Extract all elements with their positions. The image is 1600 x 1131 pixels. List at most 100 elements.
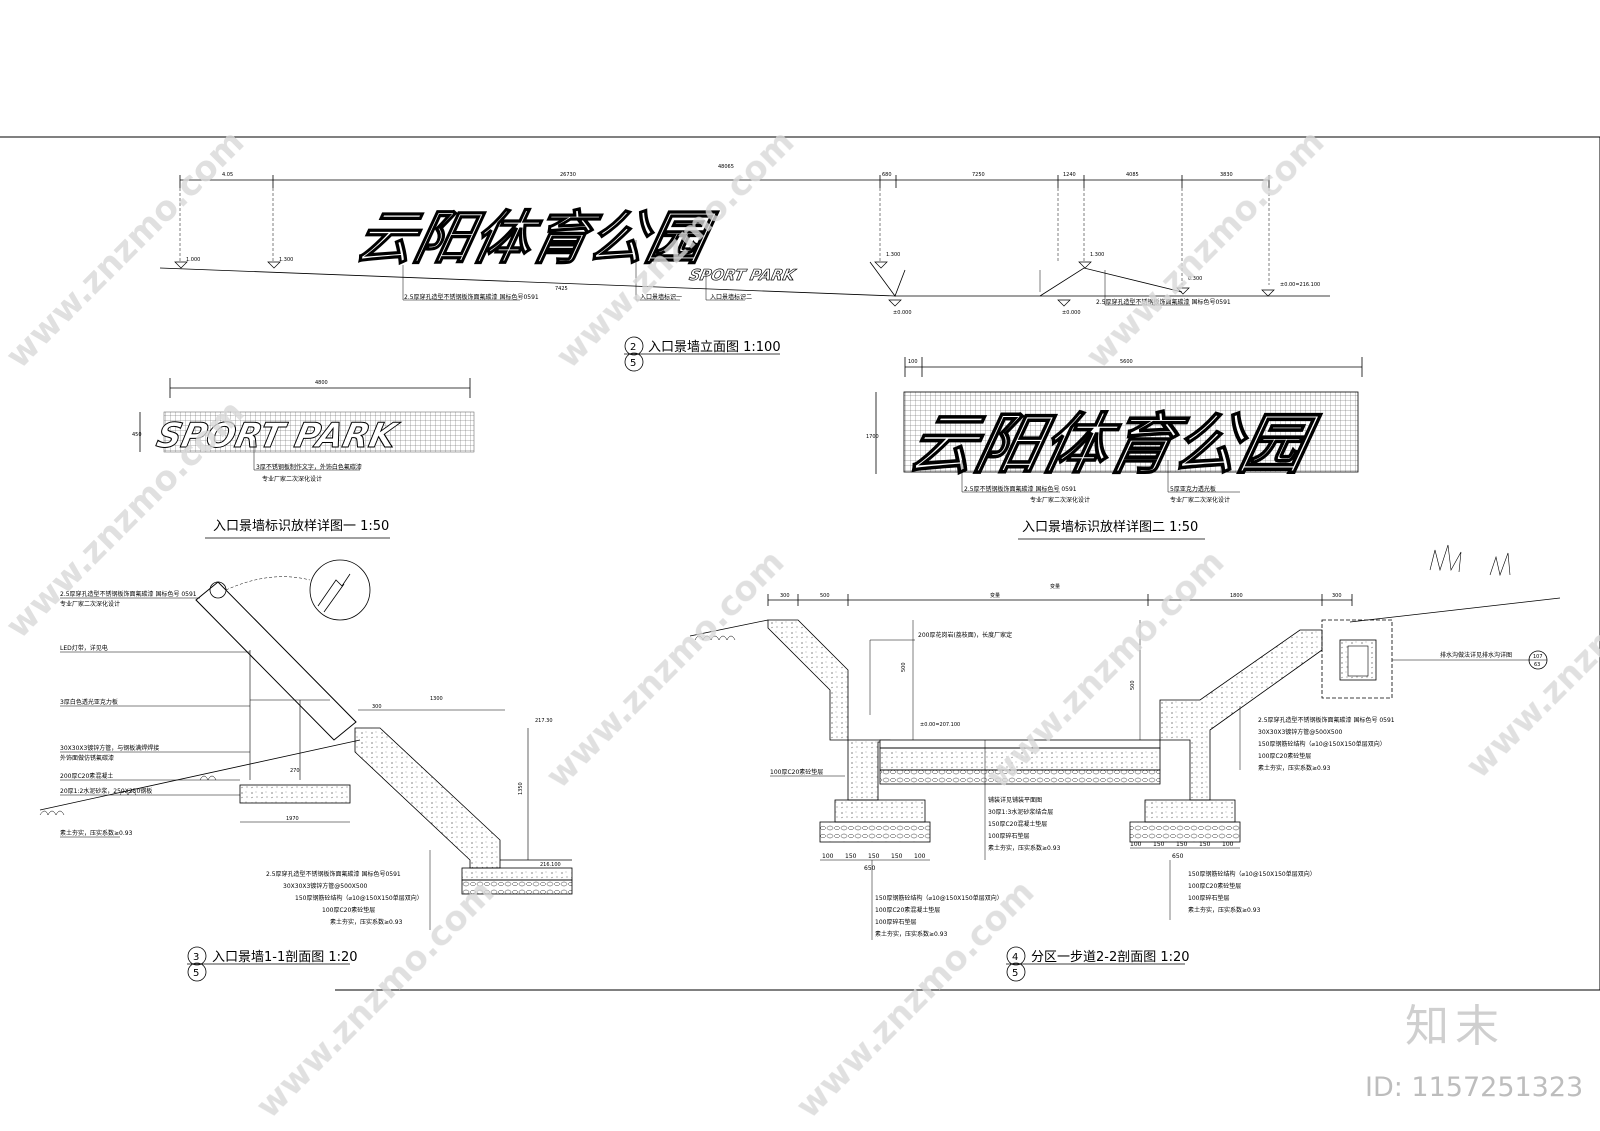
s2-bdim-5: 100	[914, 853, 926, 860]
elev-level-3: 1.300	[886, 252, 900, 258]
elev-dim-total: 48065	[718, 164, 734, 170]
s1-callout-bottom: 5	[193, 968, 199, 979]
watermark-1: www.znzmo.com	[0, 122, 252, 376]
s2-note-right-1: 2.5厚穿孔造型不锈钢板饰面氟碳漆 国标色号 0591	[1258, 716, 1395, 724]
elev-level-6: ±0.00=216.100	[1280, 282, 1320, 288]
section1-title: 入口景墙1-1剖面图 1:20	[212, 950, 358, 965]
elev-note-4: 入口景墙标识二	[710, 293, 752, 301]
s2-note-center-1: 200厚花岗岩(荔枝面)，长度厂家定	[918, 631, 1012, 639]
elev-dim-7: 3830	[1220, 172, 1233, 178]
s2-ref-top: 107	[1533, 654, 1543, 660]
elev-dim-1: 4.05	[222, 172, 233, 178]
elev-level-5: 0.300	[1188, 276, 1202, 282]
s2-note-left-2: 150厚钢筋砼结构（⌀10@150X150单层双向）	[875, 894, 1003, 902]
s2-note-right-8: 100厚碎石垫层	[1188, 894, 1229, 902]
section-2: 300 500 变量 1800 300 变量 排水沟做法详见排水沟详图 107 …	[689, 544, 1561, 982]
s2-bdim-9: 150	[1176, 841, 1188, 848]
elev-callout-top: 2	[630, 342, 636, 353]
elev-level-4: 1.300	[1090, 252, 1104, 258]
detail2-note-2: 专业厂家二次深化设计	[1030, 496, 1090, 504]
section2-title: 分区一步道2-2剖面图 1:20	[1031, 950, 1190, 965]
elevation-title: 入口景墙立面图 1:100	[648, 340, 781, 355]
detail-1: 4800 450 SPORT PARK 3厚不锈钢板制作文字，外饰白色氟碳漆 专…	[132, 378, 475, 539]
s2-bdim-12: 650	[1172, 853, 1184, 860]
s2-dim-6: 变量	[1050, 583, 1060, 590]
s1-note-left-6: 外饰面做仿锈氟碳漆	[60, 754, 114, 762]
sheet-border	[0, 136, 1600, 991]
elev-level-8: ±0.000	[1062, 310, 1081, 316]
s1-note-right-3: 150厚钢筋砼结构（⌀10@150X150单层双向）	[295, 894, 423, 902]
s2-dim-3: 变量	[990, 592, 1000, 599]
detail2-height: 1700	[866, 434, 879, 440]
elevation-sub-text: SPORT PARK	[688, 266, 798, 284]
s1-dim-1300: 1300	[430, 696, 443, 702]
s2-ref-bottom: 63	[1534, 662, 1540, 668]
s2-note-left-1: 100厚C20素砼垫层	[770, 768, 823, 776]
s2-level: ±0.00=207.100	[920, 722, 960, 728]
s1-note-left-5: 30X30X3镀锌方管，与钢板满焊焊接	[60, 744, 159, 752]
s2-note-right-6: 150厚钢筋砼结构（⌀10@150X150单层双向）	[1188, 870, 1316, 878]
s2-note-left-3: 100厚C20素混凝土垫层	[875, 906, 940, 914]
elev-dim-5: 1240	[1063, 172, 1076, 178]
s1-dim-1350: 1350	[518, 782, 524, 795]
s2-bdim-1: 100	[822, 853, 834, 860]
detail1-title: 入口景墙标识放样详图一 1:50	[213, 519, 389, 534]
detail2-dim-2: 5600	[1120, 359, 1133, 365]
s1-note-left-2: 专业厂家二次深化设计	[60, 600, 120, 608]
brand-watermark: 知末	[1405, 1001, 1505, 1052]
s2-ref-note: 排水沟做法详见排水沟详图	[1440, 651, 1512, 659]
s2-dim-1: 300	[780, 593, 790, 599]
s2-note-left-4: 100厚碎石垫层	[875, 918, 916, 926]
s2-bdim-4: 150	[891, 853, 903, 860]
s2-bdim-11: 100	[1222, 841, 1234, 848]
image-id-label: ID: 1157251323	[1365, 1072, 1584, 1103]
s1-note-right-2: 30X30X3镀锌方管@500X500	[283, 882, 368, 890]
s2-dim-5: 300	[1332, 593, 1342, 599]
elevation-view: 4.05 26730 680 7250 1240 4085 3830 48065…	[159, 164, 1330, 372]
s2-note-right-7: 100厚C20素砼垫层	[1188, 882, 1241, 890]
s2-callout-top: 4	[1012, 952, 1018, 963]
s1-note-right-4: 100厚C20素砼垫层	[322, 906, 375, 914]
s2-dim-2: 500	[820, 593, 830, 599]
s1-callout-top: 3	[193, 952, 199, 963]
s1-dim-width: 1970	[286, 816, 299, 822]
elev-level-1: 1.000	[186, 257, 200, 263]
s1-note-right-1: 2.5厚穿孔造型不锈钢板饰面氟碳漆 国标色号0591	[266, 870, 401, 878]
s1-dim-300: 300	[372, 704, 382, 710]
detail2-note-4: 专业厂家二次深化设计	[1170, 496, 1230, 504]
s2-note-right-2: 30X30X3镀锌方管@500X500	[1258, 728, 1343, 736]
s2-note-left-5: 素土夯实，压实系数≥0.93	[875, 930, 948, 938]
detail2-title: 入口景墙标识放样详图二 1:50	[1022, 520, 1198, 535]
detail2-sign-text: 云阳体育公园	[902, 406, 1324, 483]
detail2-note-3: 5厚亚克力透光板	[1170, 485, 1216, 493]
s1-level-top: 217.30	[535, 718, 553, 724]
s1-note-left-7: 200厚C20素混凝土	[60, 772, 113, 780]
s2-note-right-4: 100厚C20素砼垫层	[1258, 752, 1311, 760]
s2-note-right-5: 素土夯实，压实系数≥0.93	[1258, 764, 1331, 772]
s2-note-center-6: 素土夯实，压实系数≥0.93	[988, 844, 1061, 852]
section-1: 1970 270 300 1300 1350 217.30 216.100 2.…	[39, 559, 573, 982]
watermark-5: www.znzmo.com	[538, 542, 792, 796]
s2-note-center-5: 100厚碎石垫层	[988, 832, 1029, 840]
s2-level-500b: 500	[1130, 680, 1136, 690]
s1-note-left-3: LED灯带，详见电	[60, 644, 108, 652]
s2-bdim-8: 150	[1153, 841, 1165, 848]
s2-bdim-7: 100	[1130, 841, 1142, 848]
detail1-height: 450	[132, 432, 142, 438]
s2-bdim-6: 650	[864, 865, 876, 872]
detail-2: 100 5600 1700 云阳体育公园 2.5厚不锈钢板饰面氟碳漆 国标色号 …	[866, 357, 1363, 540]
s1-note-left-9: 素土夯实，压实系数≥0.93	[60, 829, 133, 837]
s1-note-left-4: 3厚白色透光亚克力板	[60, 698, 118, 706]
detail1-note-2: 专业厂家二次深化设计	[262, 475, 322, 483]
elev-dim-6: 4085	[1126, 172, 1139, 178]
s1-note-right-5: 素土夯实，压实系数≥0.93	[330, 918, 403, 926]
s2-bdim-10: 150	[1199, 841, 1211, 848]
s1-dim-270: 270	[290, 768, 300, 774]
s2-note-right-9: 素土夯实，压实系数≥0.93	[1188, 906, 1261, 914]
s2-dim-4: 1800	[1230, 593, 1243, 599]
elev-dim-3: 680	[882, 172, 892, 178]
s2-bdim-2: 150	[845, 853, 857, 860]
s1-note-left-8: 20厚1:2水泥砂浆，250X250钢板	[60, 787, 152, 795]
detail1-note-1: 3厚不锈钢板制作文字，外饰白色氟碳漆	[256, 463, 362, 471]
